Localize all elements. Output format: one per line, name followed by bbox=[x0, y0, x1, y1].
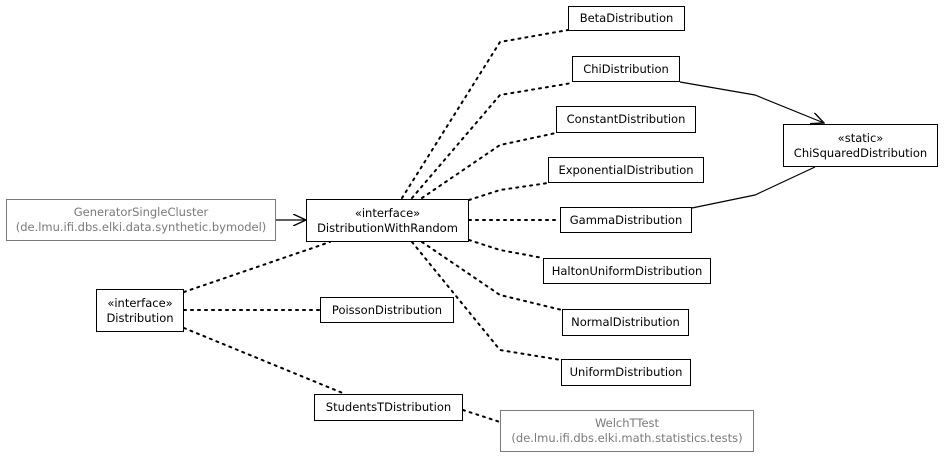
node-name: Distribution bbox=[106, 310, 174, 325]
node-stereotype: «interface» bbox=[107, 295, 173, 310]
node-chisquared-distribution[interactable]: «static» ChiSquaredDistribution bbox=[783, 124, 938, 167]
node-gamma-distribution[interactable]: GammaDistribution bbox=[560, 207, 692, 233]
edge-dwr-halton bbox=[468, 239, 544, 259]
node-name: UniformDistribution bbox=[569, 365, 683, 379]
node-distribution-with-random[interactable]: «interface» DistributionWithRandom bbox=[306, 199, 469, 242]
edge-dwr-uniform bbox=[411, 241, 562, 361]
node-name: HaltonUniformDistribution bbox=[551, 263, 703, 278]
edge-dwr-chi bbox=[411, 82, 573, 199]
edge-chi-chisquared bbox=[679, 81, 824, 123]
node-welch-t-test[interactable]: WelchTTest (de.lmu.ifi.dbs.elki.math.sta… bbox=[500, 410, 754, 452]
node-name: ExponentialDistribution bbox=[558, 162, 694, 177]
node-name: GeneratorSingleCluster bbox=[73, 205, 209, 219]
node-chi-distribution[interactable]: ChiDistribution bbox=[572, 56, 680, 82]
node-generator-single-cluster[interactable]: GeneratorSingleCluster (de.lmu.ifi.dbs.e… bbox=[6, 199, 276, 241]
node-exponential-distribution[interactable]: ExponentialDistribution bbox=[548, 157, 704, 183]
node-stereotype: «static» bbox=[837, 130, 884, 145]
edge-distribution-dwr bbox=[183, 241, 331, 293]
node-package: (de.lmu.ifi.dbs.elki.data.synthetic.bymo… bbox=[15, 220, 267, 234]
edge-dwr-exponential bbox=[468, 182, 549, 201]
node-name: StudentsTDistribution bbox=[325, 400, 452, 414]
node-constant-distribution[interactable]: ConstantDistribution bbox=[556, 106, 696, 133]
node-stereotype: «interface» bbox=[354, 205, 421, 220]
node-poisson-distribution[interactable]: PoissonDistribution bbox=[320, 297, 454, 323]
edge-dwr-constant bbox=[421, 132, 557, 199]
node-name: GammaDistribution bbox=[569, 212, 683, 227]
edge-gamma-chisquared bbox=[691, 166, 816, 209]
node-name: DistributionWithRandom bbox=[317, 220, 458, 235]
node-halton-uniform-distribution[interactable]: HaltonUniformDistribution bbox=[543, 258, 711, 284]
node-distribution[interactable]: «interface» Distribution bbox=[96, 289, 184, 332]
node-name: ConstantDistribution bbox=[566, 112, 686, 126]
node-normal-distribution[interactable]: NormalDistribution bbox=[562, 309, 689, 336]
node-name: BetaDistribution bbox=[579, 11, 674, 25]
node-uniform-distribution[interactable]: UniformDistribution bbox=[561, 359, 691, 386]
node-name: PoissonDistribution bbox=[331, 302, 443, 317]
node-studentst-distribution[interactable]: StudentsTDistribution bbox=[314, 394, 463, 421]
node-name: WelchTTest bbox=[594, 416, 660, 430]
node-name: ChiSquaredDistribution bbox=[793, 145, 928, 160]
edge-dwr-beta bbox=[401, 29, 569, 199]
node-name: NormalDistribution bbox=[571, 315, 680, 329]
node-beta-distribution[interactable]: BetaDistribution bbox=[568, 6, 685, 31]
edge-studentst-welch bbox=[462, 409, 501, 423]
edge-distribution-studentst bbox=[183, 327, 346, 395]
node-package: (de.lmu.ifi.dbs.elki.math.statistics.tes… bbox=[511, 431, 743, 445]
node-name: ChiDistribution bbox=[583, 61, 669, 76]
